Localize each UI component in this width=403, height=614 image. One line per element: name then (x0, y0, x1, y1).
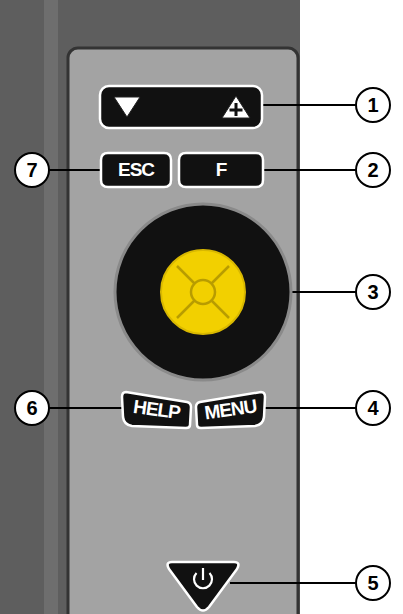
callout-circle (356, 153, 390, 187)
plus-symbol (230, 103, 243, 116)
power-body (168, 562, 239, 611)
key-body (100, 86, 262, 128)
leader-line (49, 407, 124, 409)
callout-number: 6 (15, 391, 49, 425)
callout-number: 3 (356, 275, 390, 309)
function-key: ESC (100, 152, 172, 188)
callout-number: 4 (356, 391, 390, 425)
joystick-ring (115, 204, 291, 380)
help-key: HELP (120, 389, 193, 431)
callout-circle (15, 391, 49, 425)
key-label: MENU (191, 384, 269, 436)
power-key (168, 562, 239, 611)
arrow-key (100, 86, 262, 128)
leader-line (49, 169, 100, 171)
callout-circle (15, 153, 49, 187)
key-label: ESC (100, 152, 172, 188)
leader-line (262, 104, 356, 106)
down-symbol (114, 97, 140, 117)
body-edge (44, 0, 58, 614)
leader-line (262, 407, 356, 409)
callout-circle (356, 566, 390, 600)
key-label: F (178, 152, 264, 188)
callout-circle (356, 275, 390, 309)
knob-cross (177, 266, 229, 318)
callout-circles (15, 88, 390, 600)
key-shape (101, 153, 171, 187)
leader-line (230, 582, 356, 584)
callout-number: 1 (356, 88, 390, 122)
leader-line (264, 169, 356, 171)
callout-number: 7 (15, 153, 49, 187)
joystick-knob (161, 250, 245, 334)
callout-number: 2 (356, 153, 390, 187)
up-symbol (222, 96, 250, 118)
knob-center (191, 280, 215, 304)
callout-number: 5 (356, 566, 390, 600)
key-label: HELP (117, 384, 195, 436)
joystick (115, 204, 291, 380)
menu-key: MENU (194, 389, 267, 431)
callout-circle (356, 88, 390, 122)
keypad-panel (68, 48, 298, 614)
leader-lines (49, 105, 356, 583)
power-symbol (202, 568, 204, 580)
key-shape (179, 153, 263, 187)
callout-circle (356, 391, 390, 425)
function-key: F (178, 152, 264, 188)
